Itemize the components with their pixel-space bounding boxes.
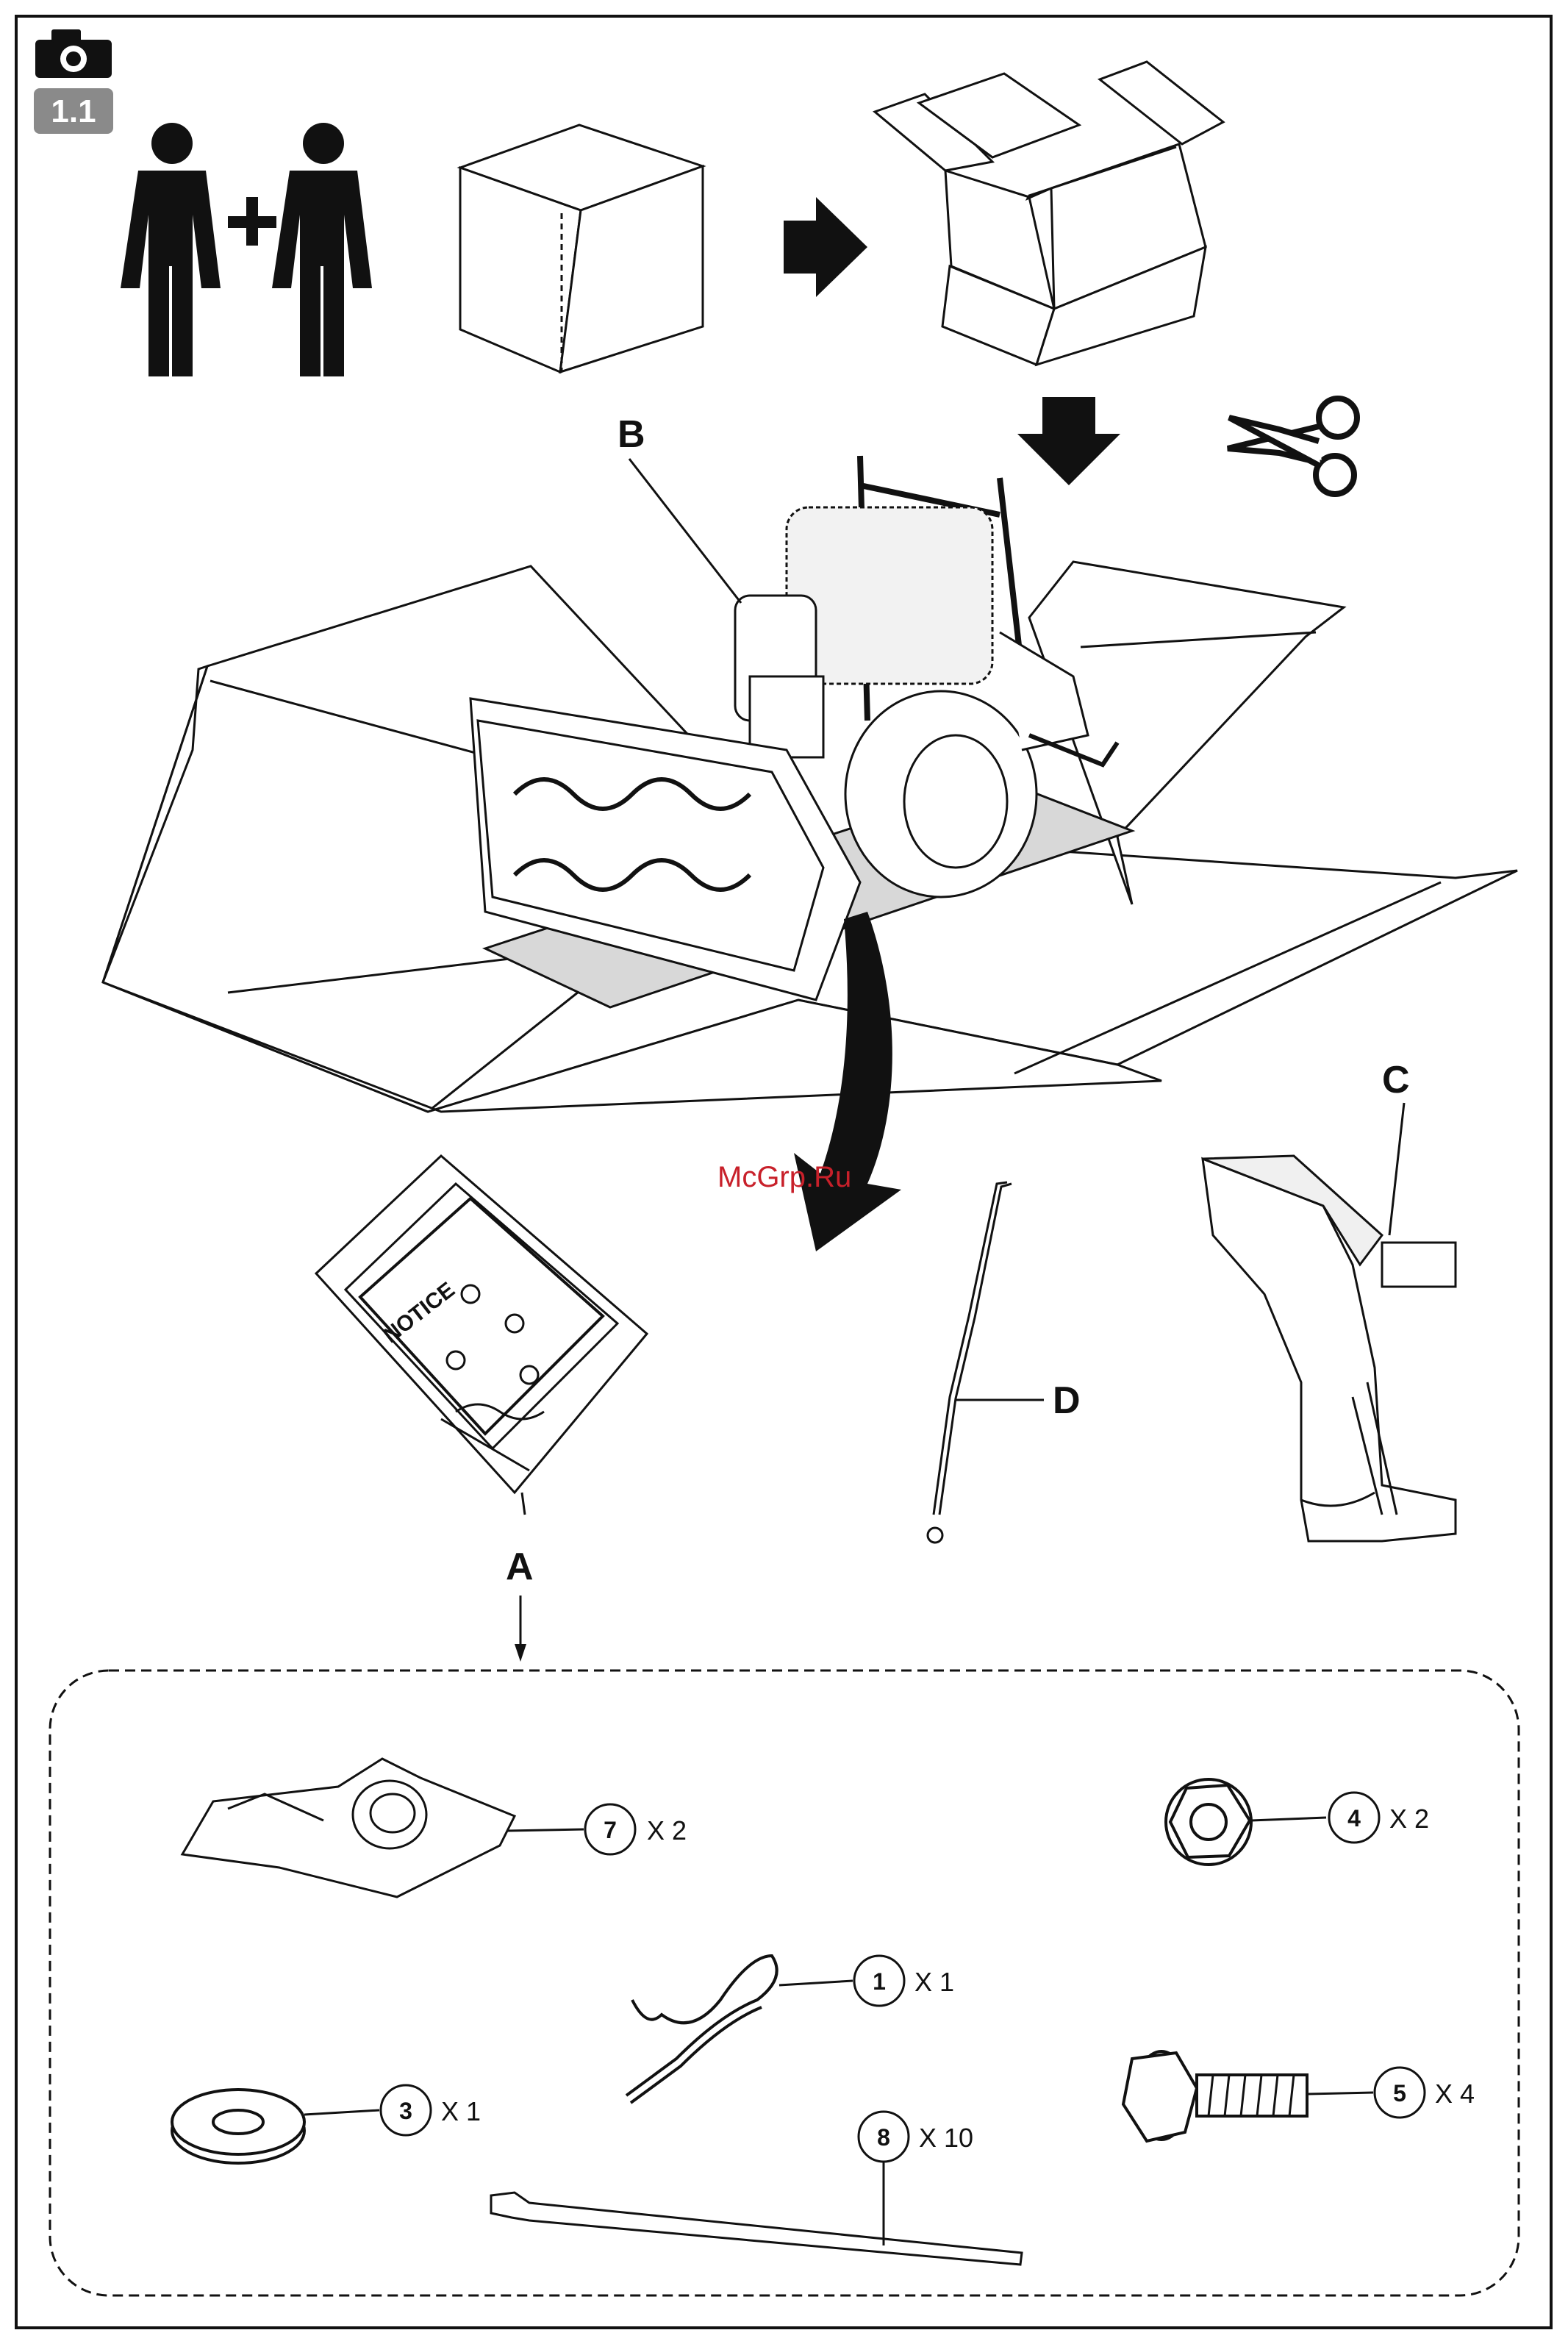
- scissors-icon: [1228, 399, 1357, 494]
- part-1-callout: 1 X 1: [854, 1956, 954, 2006]
- part-8-callout: 8 X 10: [859, 2112, 973, 2162]
- svg-text:8: 8: [877, 2124, 890, 2151]
- step-badge: 1.1: [34, 88, 113, 134]
- svg-text:1: 1: [873, 1968, 886, 1995]
- svg-text:X 2: X 2: [647, 1815, 687, 1845]
- label-b: B: [617, 413, 645, 456]
- cable-tie-part: [491, 2193, 1022, 2265]
- part-3-callout: 3 X 1: [381, 2085, 481, 2135]
- closed-box-icon: [460, 125, 703, 372]
- svg-text:X 1: X 1: [914, 1967, 954, 1997]
- two-people-icon: [121, 123, 372, 376]
- label-a-arrow: [515, 1596, 526, 1662]
- svg-text:4: 4: [1347, 1805, 1361, 1832]
- plus-icon: [228, 197, 276, 246]
- skid-shoe-part: [182, 1759, 515, 1897]
- camera-icon: [35, 29, 112, 78]
- chute-part: [1203, 1156, 1456, 1541]
- flange-nut-part: [1166, 1779, 1251, 1865]
- rod-part: [928, 1182, 1012, 1543]
- svg-text:3: 3: [399, 2098, 412, 2124]
- svg-text:X 2: X 2: [1389, 1804, 1429, 1834]
- arrow-down-icon: [1017, 397, 1120, 485]
- label-d: D: [1053, 1379, 1081, 1422]
- svg-text:7: 7: [604, 1817, 617, 1843]
- part-5-callout: 5 X 4: [1375, 2068, 1475, 2118]
- open-box-icon: [875, 62, 1223, 365]
- label-c-leader: [1389, 1103, 1404, 1235]
- svg-text:X 10: X 10: [919, 2123, 973, 2153]
- label-b-leader: [629, 459, 741, 603]
- documents-package: NOTICE: [316, 1156, 647, 1515]
- hex-bolt-part: [1123, 2051, 1307, 2141]
- label-c: C: [1382, 1059, 1410, 1101]
- part-4-callout: 4 X 2: [1329, 1793, 1429, 1843]
- hairpin-clip-part: [626, 1956, 777, 2103]
- arrow-right-icon: [784, 197, 867, 297]
- svg-text:X 4: X 4: [1435, 2079, 1475, 2109]
- hardware-kit-frame: [50, 1671, 1519, 2295]
- part-7-callout: 7 X 2: [585, 1804, 687, 1854]
- step-number: 1.1: [51, 93, 96, 129]
- label-a: A: [506, 1546, 534, 1588]
- watermark: McGrp.Ru: [717, 1161, 851, 1193]
- svg-text:5: 5: [1393, 2080, 1406, 2107]
- washer-part: [172, 2090, 304, 2163]
- svg-text:X 1: X 1: [441, 2096, 481, 2126]
